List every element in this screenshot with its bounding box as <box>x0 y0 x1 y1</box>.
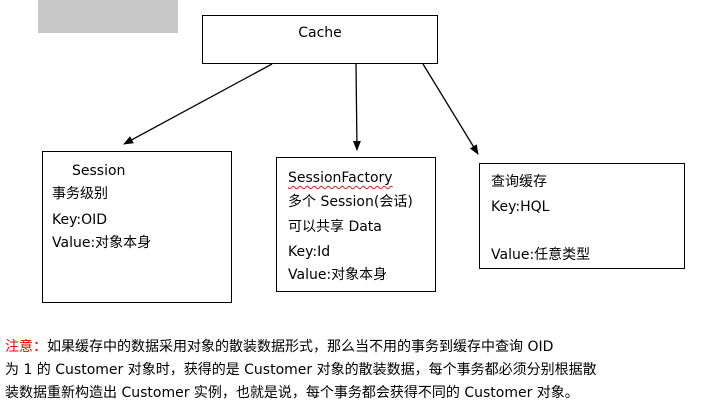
arrow-cache-to-session-factory <box>352 63 361 151</box>
query-cache-key: Key:HQL <box>491 199 550 215</box>
cache-box: Cache <box>202 15 438 64</box>
arrow-cache-to-query-cache <box>422 63 479 155</box>
arrow-cache-to-session <box>123 63 273 145</box>
note-paragraph: 注意：如果缓存中的数据采用对象的散装数据形式，那么当不用的事务到缓存中查询 OI… <box>5 336 717 405</box>
session-factory-box: SessionFactory 多个 Session(会话) 可以共享 Data … <box>276 157 436 292</box>
note-line-3: 装数据重新构造出 Customer 实例，也就是说，每个事务都会获得不同的 Cu… <box>5 385 579 401</box>
session-title: Session <box>72 163 126 179</box>
query-cache-title: 查询缓存 <box>491 174 547 190</box>
query-cache-value: Value:任意类型 <box>491 247 591 263</box>
session-key: Key:OID <box>52 212 108 228</box>
session-level: 事务级别 <box>52 186 108 202</box>
session-factory-line2: 可以共享 Data <box>288 219 382 235</box>
query-cache-box: 查询缓存 Key:HQL Value:任意类型 <box>479 163 685 269</box>
cache-label: Cache <box>298 25 342 41</box>
session-factory-title-text: SessionFactory <box>288 170 393 186</box>
note-line-1-text: 如果缓存中的数据采用对象的散装数据形式，那么当不用的事务到缓存中查询 OID <box>47 339 554 355</box>
session-value: Value:对象本身 <box>52 235 152 251</box>
note-line-1: 注意：如果缓存中的数据采用对象的散装数据形式，那么当不用的事务到缓存中查询 OI… <box>5 336 717 359</box>
session-factory-key: Key:Id <box>288 244 331 260</box>
session-box: Session 事务级别 Key:OID Value:对象本身 <box>42 151 232 303</box>
session-factory-line1: 多个 Session(会话) <box>288 194 413 210</box>
session-factory-value: Value:对象本身 <box>288 267 388 283</box>
note-line-2: 为 1 的 Customer 对象时，获得的是 Customer 对象的散装数据… <box>5 362 597 378</box>
gray-block <box>38 0 178 33</box>
note-prefix: 注意： <box>5 339 47 355</box>
session-factory-title: SessionFactory <box>288 169 393 187</box>
